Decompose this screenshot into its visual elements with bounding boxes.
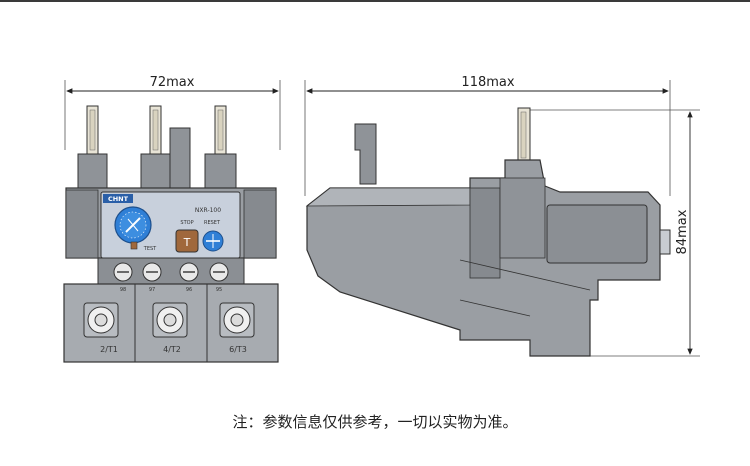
terminal-label: 4/T2 — [163, 345, 181, 354]
stop-button[interactable]: T — [175, 229, 199, 253]
aux-contact-screws: 98 97 96 95 — [113, 262, 229, 293]
side-view: 118max 84max — [304, 75, 700, 357]
main-terminal-screws: 2/T1 4/T2 6/T3 — [83, 302, 255, 354]
current-dial[interactable] — [114, 206, 152, 250]
terminal-label: 6/T3 — [229, 345, 247, 354]
reset-label: RESET — [204, 220, 221, 226]
brand-logo: CHNT — [108, 195, 129, 203]
aux-contact-label: 95 — [216, 287, 222, 293]
main-terminal-screw[interactable] — [83, 302, 119, 338]
height-dimension: 84max — [520, 109, 700, 357]
stop-label: STOP — [180, 220, 193, 226]
aux-screw[interactable] — [179, 262, 199, 282]
main-terminal-screw[interactable] — [152, 302, 188, 338]
front-terminal-posts — [77, 105, 237, 195]
test-label: TEST — [143, 246, 157, 252]
length-label: 118max — [461, 75, 514, 90]
width-dimension: 72max — [64, 75, 281, 150]
main-terminal-screw[interactable] — [219, 302, 255, 338]
length-dimension: 118max — [304, 75, 671, 196]
aux-screw[interactable] — [209, 262, 229, 282]
disclaimer-note: 注：参数信息仅供参考，一切以实物为准。 — [232, 413, 518, 431]
height-label: 84max — [675, 209, 690, 254]
aux-contact-label: 98 — [120, 287, 126, 293]
aux-contact-label: 97 — [149, 287, 155, 293]
button-letter: T — [183, 236, 191, 249]
side-hook — [354, 123, 377, 185]
aux-screw[interactable] — [142, 262, 162, 282]
aux-screw[interactable] — [113, 262, 133, 282]
top-border — [0, 0, 750, 2]
side-terminal-post — [517, 107, 531, 167]
side-knob[interactable] — [659, 229, 671, 255]
side-window — [546, 204, 648, 264]
model-label: NXR-100 — [195, 207, 221, 214]
aux-contact-label: 96 — [186, 287, 192, 293]
width-label: 72max — [150, 75, 195, 90]
front-view: 72max — [63, 75, 281, 363]
terminal-label: 2/T1 — [100, 345, 118, 354]
reset-knob[interactable] — [202, 230, 224, 252]
